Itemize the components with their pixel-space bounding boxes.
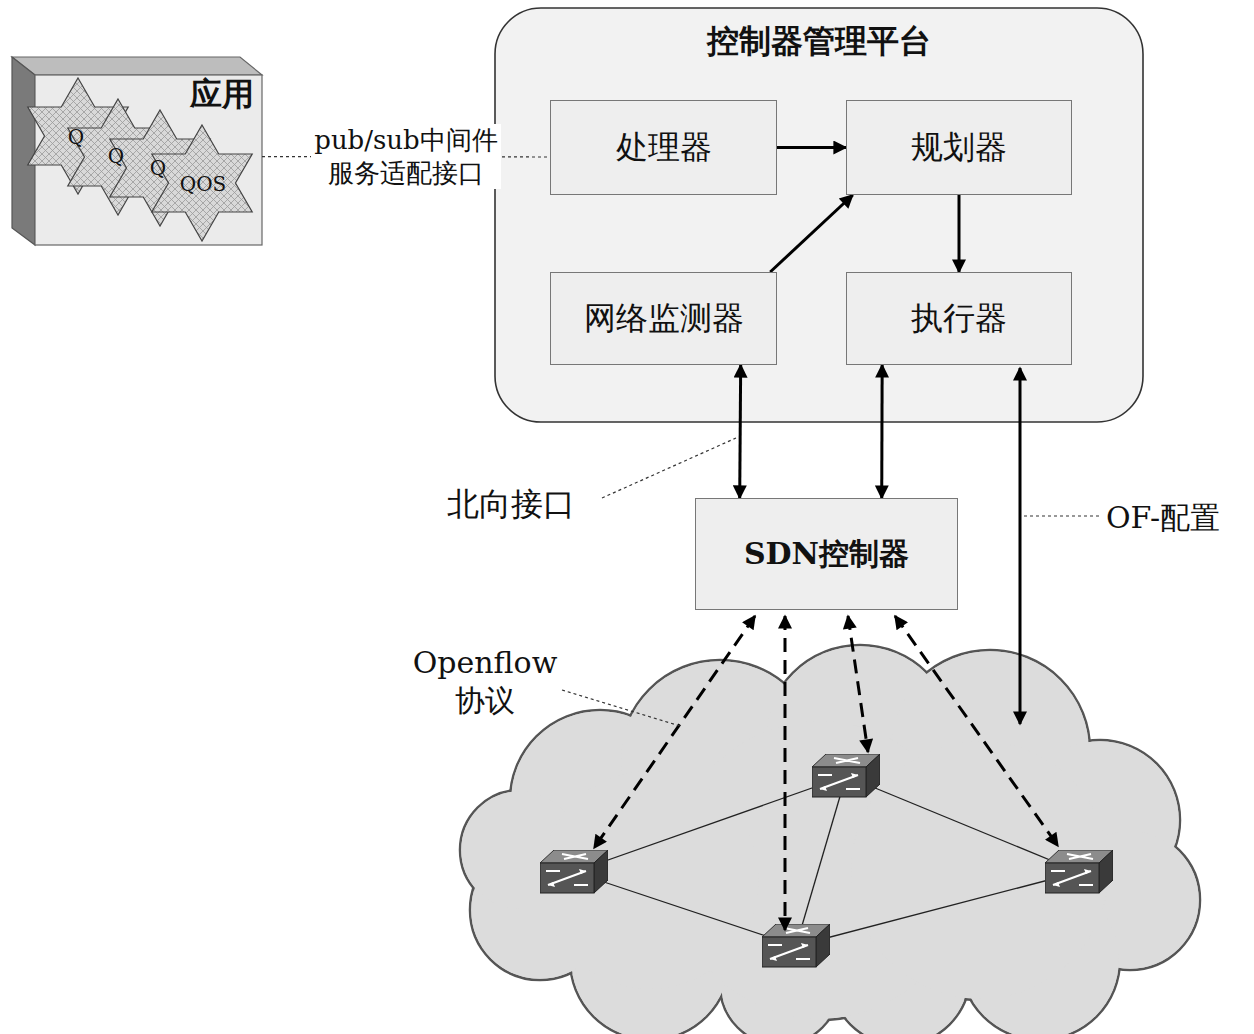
process-box: 规划器 (846, 100, 1072, 195)
openflow-arrows (594, 616, 1058, 930)
arrow-connector (738, 365, 742, 498)
platform-frame (495, 8, 1143, 422)
app-box-side (12, 57, 35, 245)
box-label: SDN控制器 (744, 536, 909, 572)
of-config-arrow (1019, 368, 1022, 724)
callout-label: Openflow 协议 (400, 644, 570, 719)
app-box-top (12, 57, 262, 75)
platform-container: 处理器 规划器网络监测器 执行器 控制器管理平台 (495, 8, 1143, 422)
controller-box: SDN控制器 (695, 498, 958, 610)
leader-lines (562, 438, 1102, 726)
process-box: 网络监测器 (550, 272, 777, 365)
arrow-connector (958, 195, 961, 272)
callout-label: OF-配置 (1106, 499, 1220, 537)
link (574, 872, 796, 946)
switch-icon (540, 850, 608, 893)
openflow-arrow (895, 616, 1058, 846)
box-label: 处理器 (616, 128, 712, 166)
link (574, 776, 846, 872)
arrow-connector (777, 146, 846, 149)
arrow-connector (770, 195, 853, 272)
qos-star (152, 125, 252, 241)
star-label: QOS (180, 172, 227, 197)
leader-line (602, 438, 736, 498)
link (796, 776, 846, 946)
box-label: 规划器 (911, 128, 1007, 166)
process-box: 执行器 (846, 272, 1072, 365)
app-title: 应用 (190, 75, 254, 113)
openflow-arrow (594, 616, 755, 848)
star-label: Q (68, 125, 84, 150)
switch-icon (762, 924, 830, 967)
box-label: 网络监测器 (584, 299, 744, 337)
openflow-arrow (848, 616, 868, 752)
connector-label: pub/sub中间件 服务适配接口 (311, 124, 501, 189)
callout-label: 北向接口 (447, 484, 575, 524)
container-title: 控制器管理平台 (707, 22, 931, 60)
star-label: Q (150, 156, 166, 181)
arrow-connector (880, 365, 883, 498)
leader-line (1024, 515, 1102, 516)
switch-icon (1045, 850, 1113, 893)
application-box: 应用 (12, 57, 262, 245)
openflow-arrow (784, 616, 787, 930)
switch-icon (812, 754, 880, 797)
box-label: 执行器 (911, 299, 1007, 337)
leader-line (562, 690, 680, 726)
star-label: Q (108, 144, 124, 169)
process-box: 处理器 (550, 100, 777, 195)
network-cloud (460, 645, 1200, 1034)
switch-links (574, 776, 1079, 946)
link (796, 872, 1079, 946)
